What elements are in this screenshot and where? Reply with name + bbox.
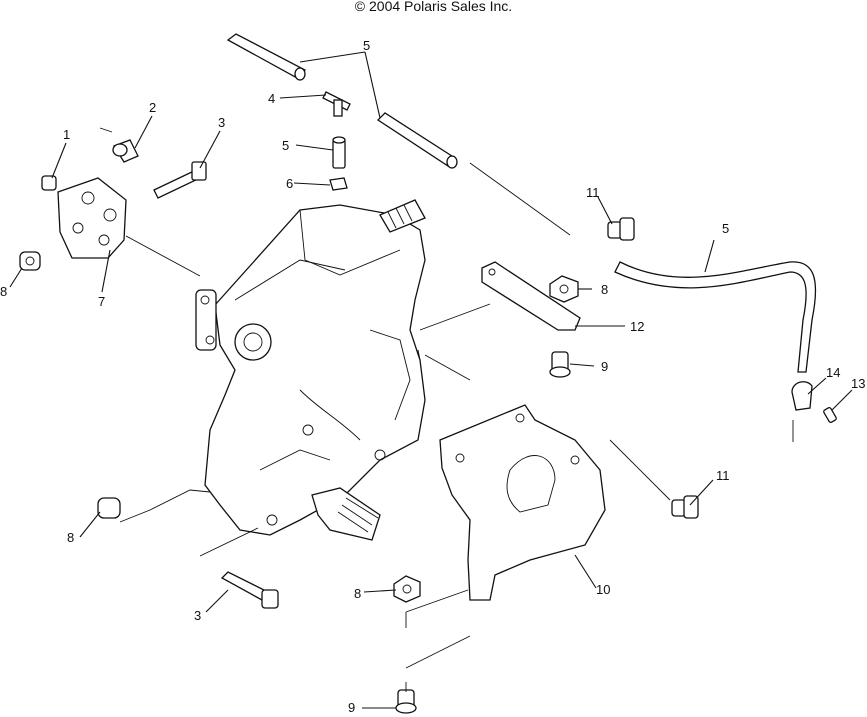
callout-4: 4 (268, 91, 275, 106)
callout-5-mid: 5 (282, 138, 289, 153)
nut-1[interactable] (41, 175, 57, 191)
bolt-11-upper[interactable] (607, 217, 635, 241)
leader-lines (9, 51, 853, 709)
input-shaft[interactable] (379, 199, 426, 233)
callout-11-lower: 11 (716, 468, 730, 483)
bolt-9-lower[interactable] (395, 689, 417, 714)
bolt-3-lower[interactable] (220, 571, 279, 609)
screw-13[interactable] (823, 407, 837, 423)
nut-8-upper-right[interactable] (549, 275, 579, 303)
nut-8-left[interactable] (19, 251, 41, 271)
callout-13: 13 (851, 376, 865, 391)
callout-6: 6 (286, 176, 293, 191)
hose-short-vertical[interactable] (332, 136, 346, 169)
output-shaft[interactable] (311, 487, 381, 541)
transmission-housing[interactable] (195, 204, 426, 536)
bolt-3-upper[interactable] (153, 161, 207, 199)
skid-plate[interactable] (439, 404, 606, 601)
callout-8-left: 8 (0, 284, 7, 299)
callout-10: 10 (596, 582, 610, 597)
clip-14[interactable] (791, 381, 813, 411)
callout-12: 12 (630, 319, 644, 334)
nut-8-lower-center[interactable] (393, 575, 421, 603)
bolt-9-upper[interactable] (549, 351, 571, 378)
callout-9-lower: 9 (348, 700, 355, 715)
callout-3-upper: 3 (218, 115, 225, 130)
callout-8-lower-left: 8 (67, 530, 74, 545)
hose-upper-right[interactable] (376, 112, 458, 169)
callout-1: 1 (63, 127, 70, 142)
bolt-2[interactable] (112, 139, 139, 163)
callout-8-lower-center: 8 (354, 586, 361, 601)
callout-14: 14 (826, 365, 840, 380)
callout-8-upper-right: 8 (601, 282, 608, 297)
callout-9-upper: 9 (601, 359, 608, 374)
clamp[interactable] (329, 177, 348, 191)
callout-3-lower: 3 (194, 608, 201, 623)
callout-labels: 1 2 3 4 5 5 5 6 7 8 8 8 8 9 9 10 11 11 1… (0, 38, 865, 715)
copyright-notice: © 2004 Polaris Sales Inc. (354, 0, 513, 14)
nut-8-lower-left[interactable] (97, 497, 121, 519)
callout-11-upper: 11 (586, 185, 600, 200)
callout-7: 7 (98, 294, 105, 309)
shift-bracket[interactable] (481, 261, 581, 331)
callout-5-right: 5 (722, 221, 729, 236)
engine-mount-bracket[interactable] (57, 177, 127, 259)
tee-fitting[interactable] (322, 91, 351, 117)
bolt-11-lower[interactable] (671, 495, 699, 519)
callout-2: 2 (149, 100, 156, 115)
callout-5-top: 5 (363, 38, 370, 53)
hose-upper-left[interactable] (226, 33, 307, 81)
hose-long-right[interactable] (614, 261, 817, 373)
